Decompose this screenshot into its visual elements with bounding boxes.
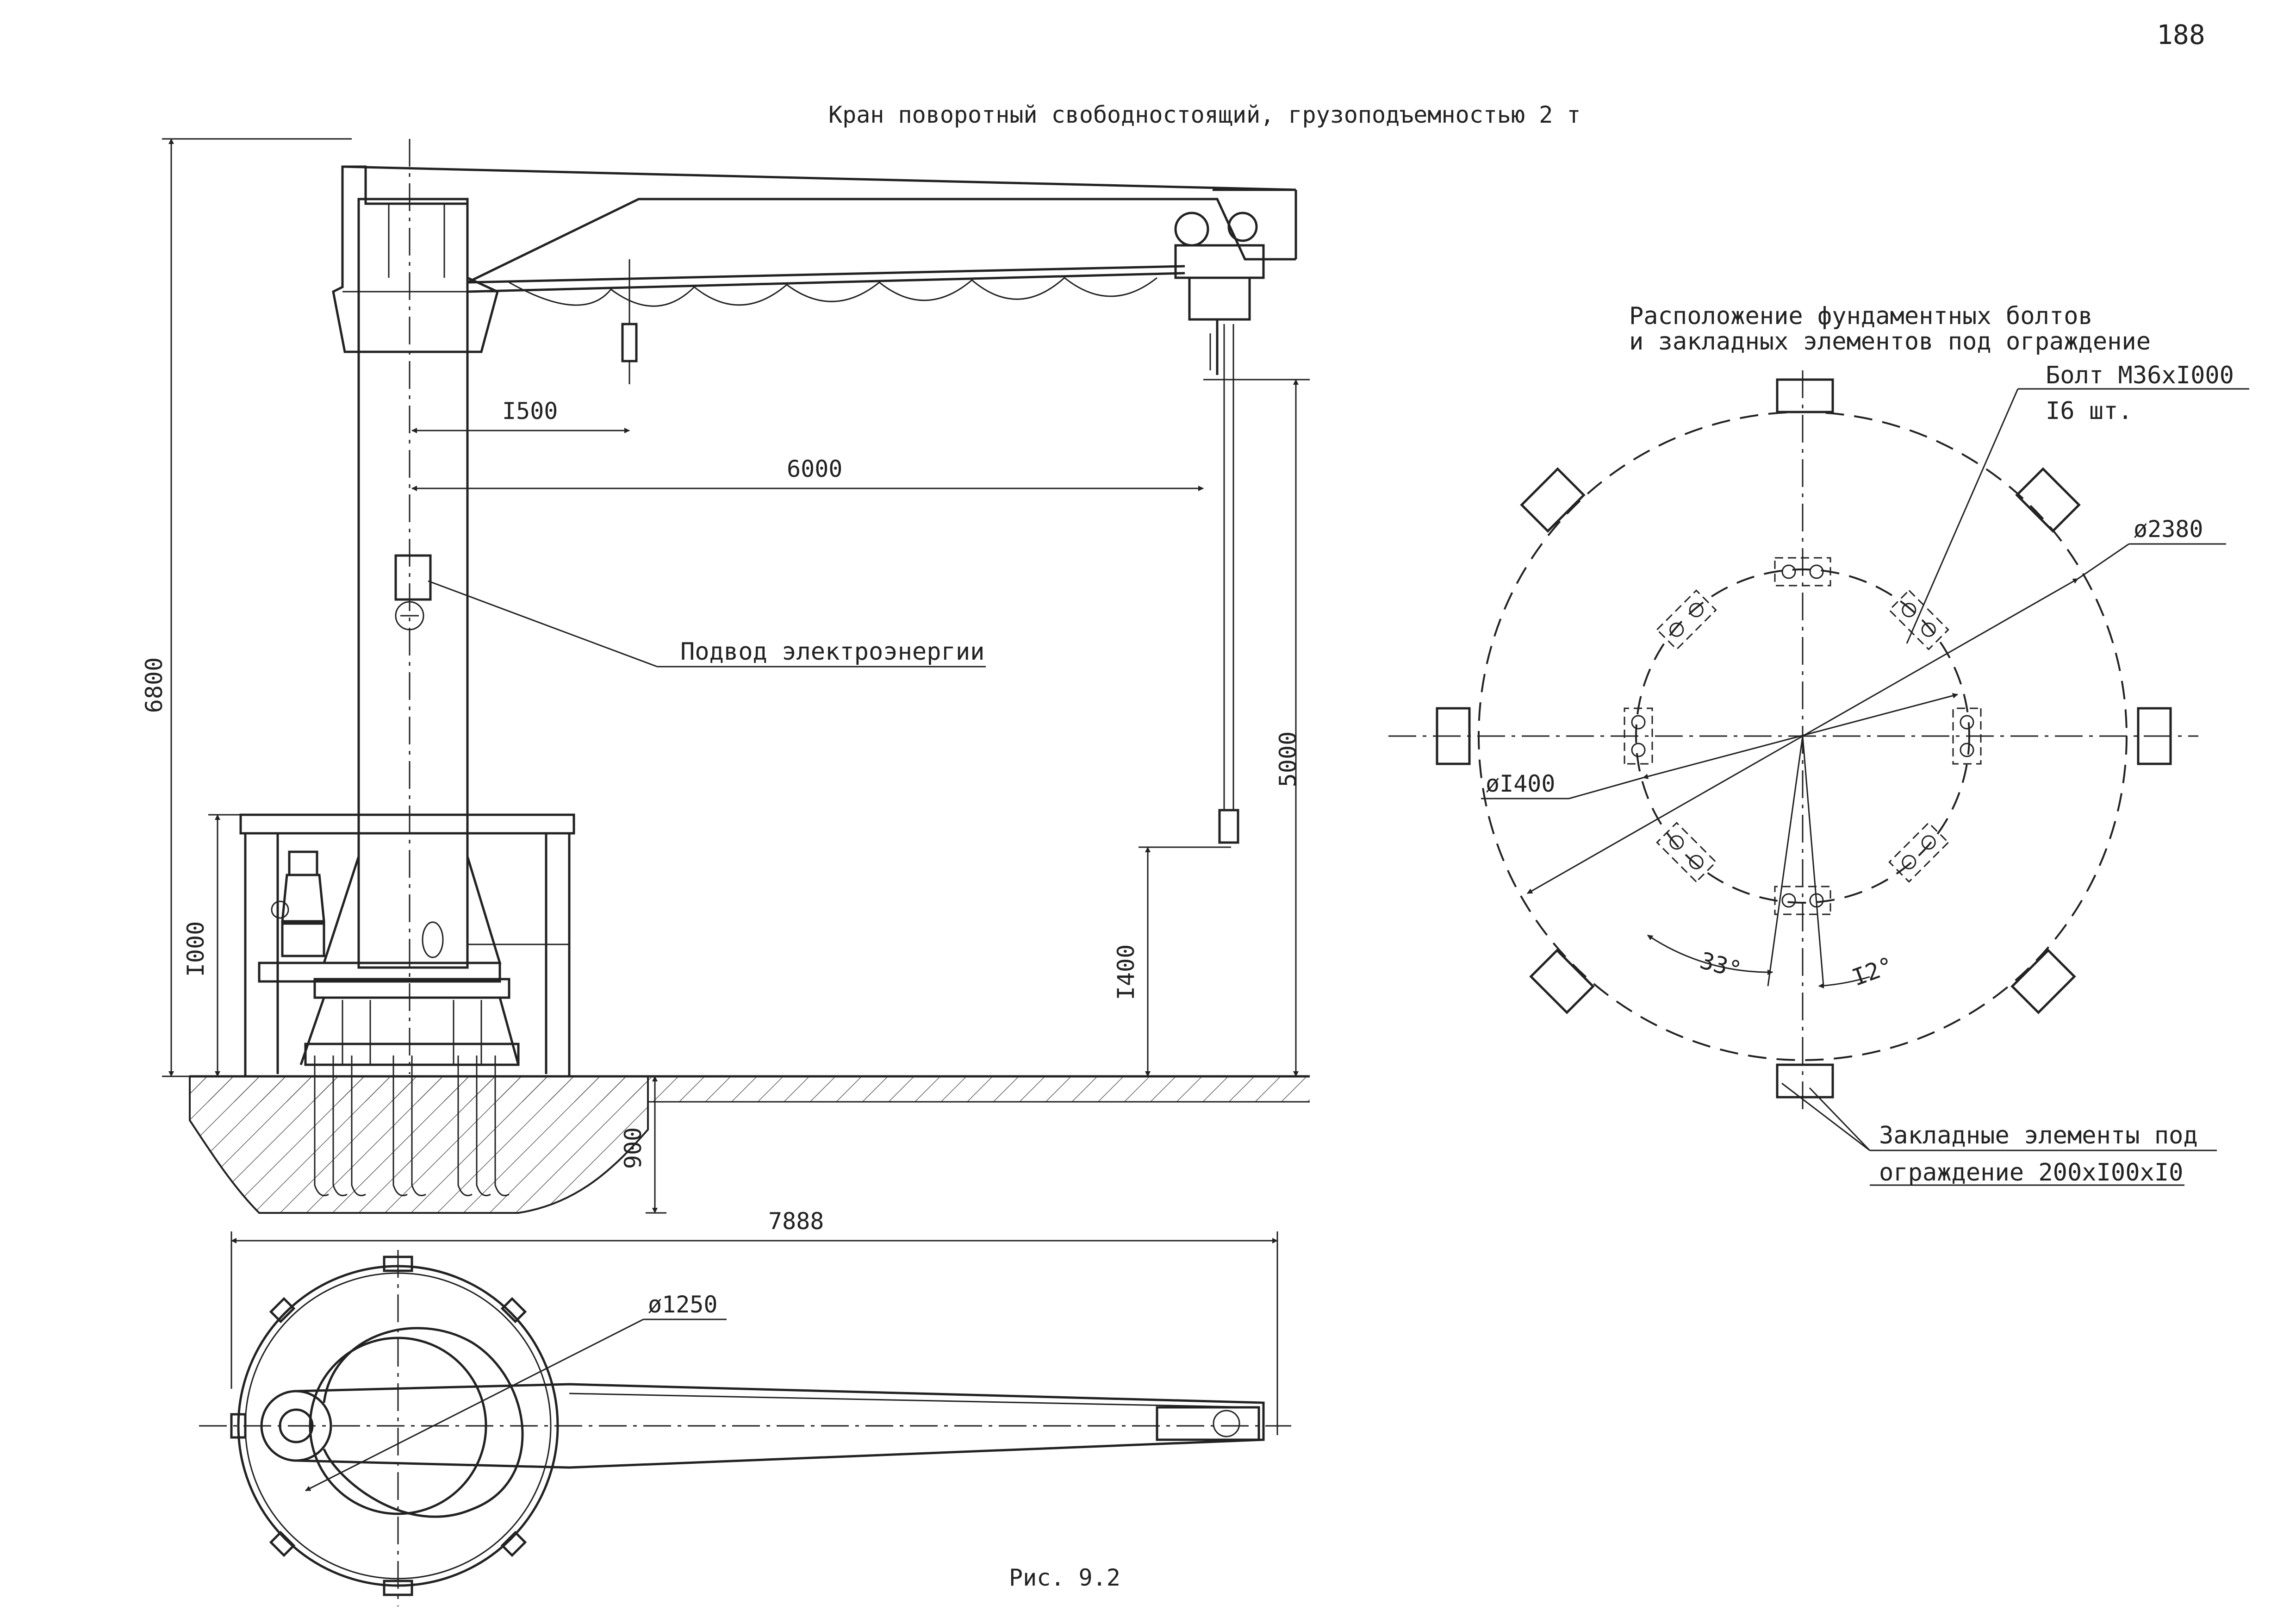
bolt-label: Болт М36хI000 <box>2046 362 2234 389</box>
dim-inner-diameter: øI400 <box>1486 770 1556 797</box>
jib-boom <box>467 198 1296 284</box>
hoist-trolley <box>1174 212 1265 844</box>
drawing-title: Кран поворотный свободностоящий, грузопо… <box>828 101 1581 128</box>
foundation-layout: Расположение фундаментных болтов и закла… <box>1388 302 2249 1187</box>
angle-a: 33° <box>1697 947 1744 984</box>
figure-caption: Рис. 9.2 <box>1009 1564 1120 1591</box>
dim-arm-offset: I500 <box>502 398 558 425</box>
dim-total-height: 6800 <box>141 657 168 713</box>
slew-drive <box>271 850 325 957</box>
crane-elevation: 6800 I000 I500 6000 5000 I400 900 Подвод… <box>141 138 1310 1214</box>
dim-fence-height: I000 <box>182 921 209 977</box>
dim-hook-low: I400 <box>1113 944 1139 1000</box>
angle-b: I2° <box>1848 952 1897 991</box>
dim-outer-diameter: ø2380 <box>2134 516 2203 543</box>
foundation <box>189 1075 649 1214</box>
dim-base-diameter: ø1250 <box>648 1291 718 1318</box>
dim-foundation-depth: 900 <box>620 1127 647 1169</box>
crane-column <box>357 198 469 969</box>
bolt-count: I6 шт. <box>2046 397 2133 425</box>
crane-plan: 7888 ø1250 <box>199 1208 1291 1606</box>
layout-heading-1: Расположение фундаментных болтов <box>1629 302 2093 330</box>
dim-overall-length: 7888 <box>768 1208 824 1235</box>
dim-hook-height: 5000 <box>1275 731 1301 787</box>
page-number: 188 <box>2157 19 2205 50</box>
dim-reach: 6000 <box>787 456 842 482</box>
power-box <box>394 554 432 601</box>
embed-plates <box>1436 378 2172 1099</box>
layout-heading-2: и закладных элементов под ограждение <box>1629 328 2151 356</box>
embed-label-2: ограждение 200хI00хI0 <box>1879 1159 2183 1187</box>
embed-label-1: Закладные элементы под <box>1879 1122 2198 1149</box>
callout-power-supply: Подвод электроэнергии <box>680 638 984 666</box>
anchor-bolts <box>314 1056 510 1196</box>
guard-fence <box>239 813 575 1076</box>
boom-plan <box>296 1383 1265 1469</box>
